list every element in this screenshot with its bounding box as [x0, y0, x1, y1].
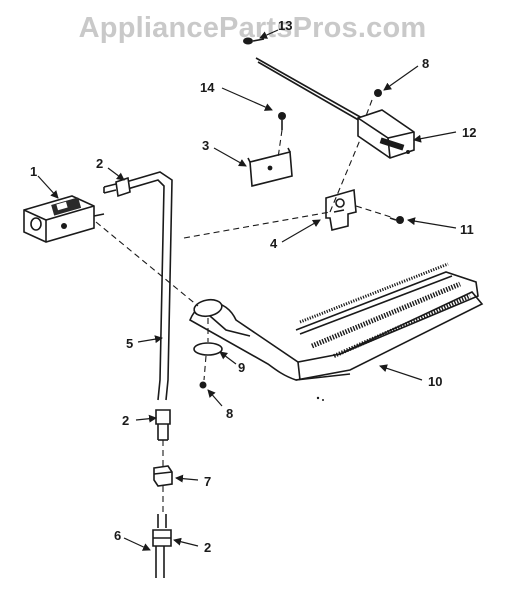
screw-8-lower: [199, 381, 207, 389]
callout-4: 4: [270, 236, 278, 251]
callout-7: 7: [204, 474, 211, 489]
callout-5: 5: [126, 336, 133, 351]
screw-11: [389, 216, 404, 224]
screw-8-upper: [374, 89, 382, 97]
callout-2-top: 2: [96, 156, 103, 171]
ignition-switch: [23, 195, 105, 243]
screw-14: [278, 112, 286, 130]
callout-2-bottom: 2: [204, 540, 211, 555]
mounting-bracket: [325, 188, 357, 231]
assembly-guides: [95, 99, 395, 514]
nut: [153, 465, 173, 487]
callout-11: 11: [460, 222, 474, 237]
tube-fitting-lower: [155, 409, 171, 441]
burner: [188, 262, 484, 381]
supply-tube: [152, 514, 172, 578]
watermark-text: AppliancePartsPros.com: [78, 12, 427, 44]
callout-8-upper: 8: [422, 56, 429, 71]
top-screw: [243, 37, 265, 45]
leader-lines: [37, 29, 457, 551]
pilot-tube: [103, 171, 173, 401]
electrode-rod: [255, 57, 363, 123]
callout-10: 10: [428, 374, 442, 389]
callout-6: 6: [114, 528, 121, 543]
callout-3: 3: [202, 138, 209, 153]
bracket: [247, 147, 293, 188]
callout-8-lower: 8: [226, 406, 233, 421]
callout-9: 9: [238, 360, 245, 375]
callout-14: 14: [200, 80, 215, 95]
callout-labels: 1 2 3 4 5 2 6 7 8 9 10 11 12 14 8 2 13: [30, 18, 476, 555]
callout-12: 12: [462, 125, 476, 140]
callout-1: 1: [30, 164, 37, 179]
electrode-block: [357, 109, 415, 159]
specks: [316, 396, 324, 401]
callout-13: 13: [278, 18, 292, 33]
callout-2-lower: 2: [122, 413, 129, 428]
washer: [193, 342, 223, 356]
